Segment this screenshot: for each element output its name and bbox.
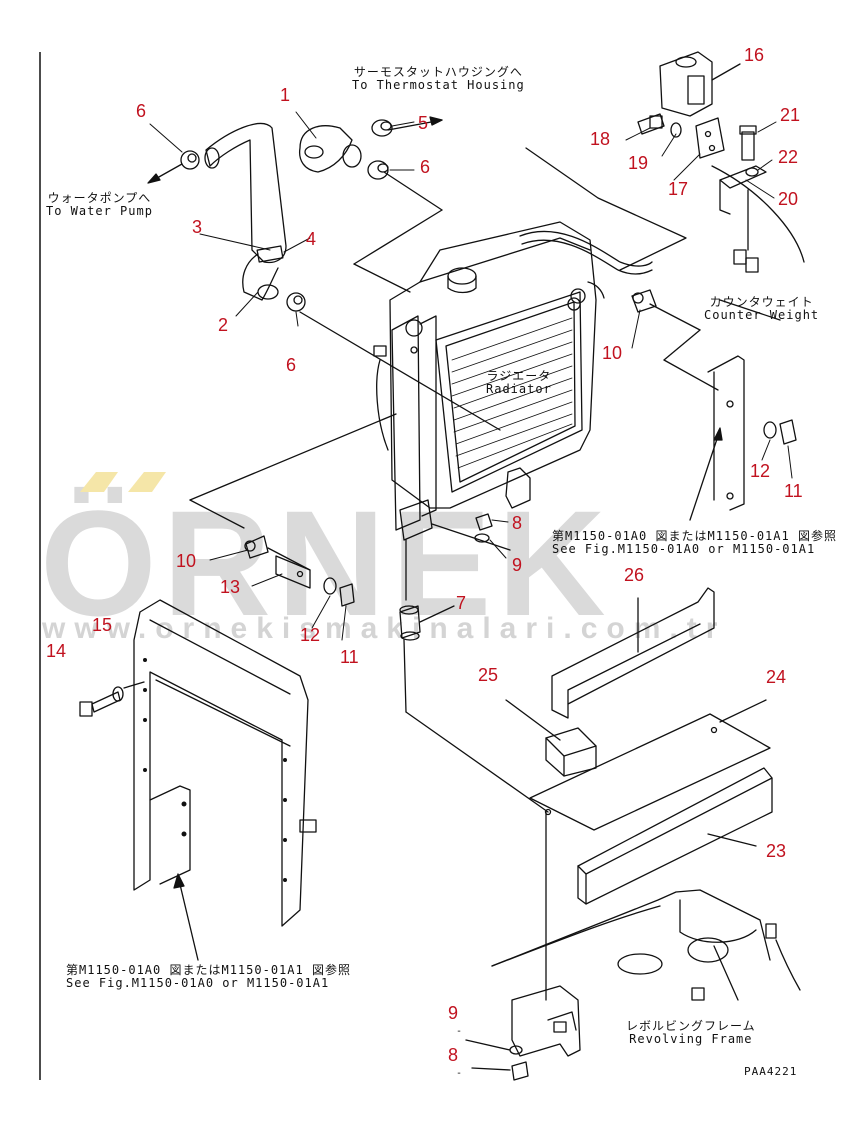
callout-8-lower: 8 <box>448 1045 459 1065</box>
right-stay <box>707 355 745 511</box>
callout-10-upper: 10 <box>602 343 623 363</box>
callout-12-right: 12 <box>750 461 771 481</box>
reserve-tank <box>659 51 713 117</box>
nut-11-right <box>779 419 797 445</box>
callout-8-upper: 8 <box>512 513 523 533</box>
hose-clamp-6-upper <box>367 160 389 180</box>
callout-21: 21 <box>780 105 801 125</box>
see-fig-left-jp: 第M1150-01A0 図またはM1150-01A1 図参照 <box>66 963 351 977</box>
cushion-bolt-10-lower <box>244 535 269 559</box>
callout-15: 15 <box>92 615 113 635</box>
upper-hose <box>298 125 362 173</box>
callout-16: 16 <box>744 45 765 65</box>
thermostat-caption-en: To Thermostat Housing <box>352 77 525 92</box>
nut-8-lower <box>511 1061 529 1081</box>
callout-13: 13 <box>220 577 241 597</box>
bolt-18 <box>637 113 665 135</box>
bolt-21 <box>739 125 757 161</box>
callout-1: 1 <box>280 85 291 105</box>
counterweight-caption-jp: カウンタウェイト <box>709 295 814 309</box>
see-fig-caption-right: 第M1150-01A0 図またはM1150-01A1 図参照 See Fig.M… <box>552 530 837 555</box>
revolving-frame-caption: レボルビングフレーム Revolving Frame <box>626 1020 756 1045</box>
mount-bracket <box>719 165 767 215</box>
leader-lines <box>149 111 793 641</box>
radiator-caption: ラジエータ Radiator <box>486 370 552 395</box>
nut-11-left <box>339 583 355 607</box>
see-fig-caption-left: 第M1150-01A0 図またはM1150-01A1 図参照 See Fig.M… <box>66 964 351 989</box>
callout-2: 2 <box>218 315 229 335</box>
watermark-url: www.ornekismakinalari.com.tr <box>42 612 727 645</box>
callout-9-lower: 9 <box>448 1003 459 1023</box>
revolving-frame <box>491 889 801 1057</box>
hose-clamp-5 <box>371 119 393 137</box>
callout-6-lower: 6 <box>286 355 297 375</box>
hose-clamp-6-lower <box>286 292 306 312</box>
callout-18: 18 <box>590 129 611 149</box>
lower-hose <box>204 123 287 301</box>
rubber-block-25 <box>545 727 597 777</box>
washer-15 <box>112 686 124 702</box>
callout-19: 19 <box>628 153 649 173</box>
radiator <box>373 221 653 531</box>
waterpump-caption: ウォータポンプへ To Water Pump <box>46 192 153 217</box>
callout-7: 7 <box>456 593 467 613</box>
callout-10-lower: 10 <box>176 551 197 571</box>
rubber-cushion <box>399 605 421 641</box>
watermark-umlaut <box>80 472 166 492</box>
callout-25: 25 <box>478 665 499 685</box>
radiator-caption-jp: ラジエータ <box>486 369 552 383</box>
callout-23: 23 <box>766 841 787 861</box>
callout-26: 26 <box>624 565 645 585</box>
small-rubber-block <box>733 249 759 273</box>
thermostat-caption-jp: サーモスタットハウジングへ <box>353 65 523 79</box>
callout-11-right: 11 <box>784 481 803 501</box>
washer-12-left <box>323 577 337 595</box>
counterweight-caption-en: Counter Weight <box>704 307 820 322</box>
callout-20: 20 <box>778 189 799 209</box>
see-fig-right-en: See Fig.M1150-01A0 or M1150-01A1 <box>552 541 816 556</box>
callout-3: 3 <box>192 217 203 237</box>
see-fig-left-en: See Fig.M1150-01A0 or M1150-01A1 <box>66 975 330 990</box>
callout-14: 14 <box>46 641 67 661</box>
cover-26 <box>551 587 715 719</box>
plate-24 <box>529 713 771 831</box>
callout-24: 24 <box>766 667 787 687</box>
waterpump-caption-jp: ウォータポンプへ <box>47 191 152 205</box>
tank-bracket <box>695 117 725 159</box>
revolving-frame-caption-en: Revolving Frame <box>629 1031 753 1046</box>
callout-5: 5 <box>418 113 429 133</box>
callout-12-left: 12 <box>300 625 321 645</box>
plate-13 <box>275 555 311 589</box>
counterweight-caption: カウンタウェイト Counter Weight <box>704 296 819 321</box>
callout-11-left: 11 <box>340 647 359 667</box>
watermark-brand: ÖRNEK <box>40 479 612 647</box>
callout-4: 4 <box>306 229 317 249</box>
left-stay-frame <box>133 599 317 927</box>
hose-clamp-6-left <box>180 150 200 170</box>
cushion-bolt-10-upper <box>631 289 657 313</box>
drawing-code: PAA4221 <box>744 1065 798 1078</box>
waterpump-caption-en: To Water Pump <box>46 203 153 218</box>
block-23 <box>577 767 773 905</box>
callout-9-upper: 9 <box>512 555 523 575</box>
leader-dash-8: - <box>456 1068 463 1079</box>
callout-6-upper: 6 <box>420 157 431 177</box>
thermostat-caption: サーモスタットハウジングへ To Thermostat Housing <box>352 66 525 91</box>
leader-dash-9: - <box>456 1026 463 1037</box>
callout-6-left: 6 <box>136 101 147 121</box>
callout-22: 22 <box>778 147 799 167</box>
nut-8-upper <box>475 513 493 531</box>
see-fig-right-jp: 第M1150-01A0 図またはM1150-01A1 図参照 <box>552 529 837 543</box>
washer-19 <box>670 122 682 138</box>
callout-17: 17 <box>668 179 689 199</box>
bolt-14 <box>79 691 121 717</box>
revolving-frame-caption-jp: レボルビングフレーム <box>626 1019 756 1033</box>
radiator-caption-en: Radiator <box>486 381 552 396</box>
washer-12-right <box>763 421 777 439</box>
